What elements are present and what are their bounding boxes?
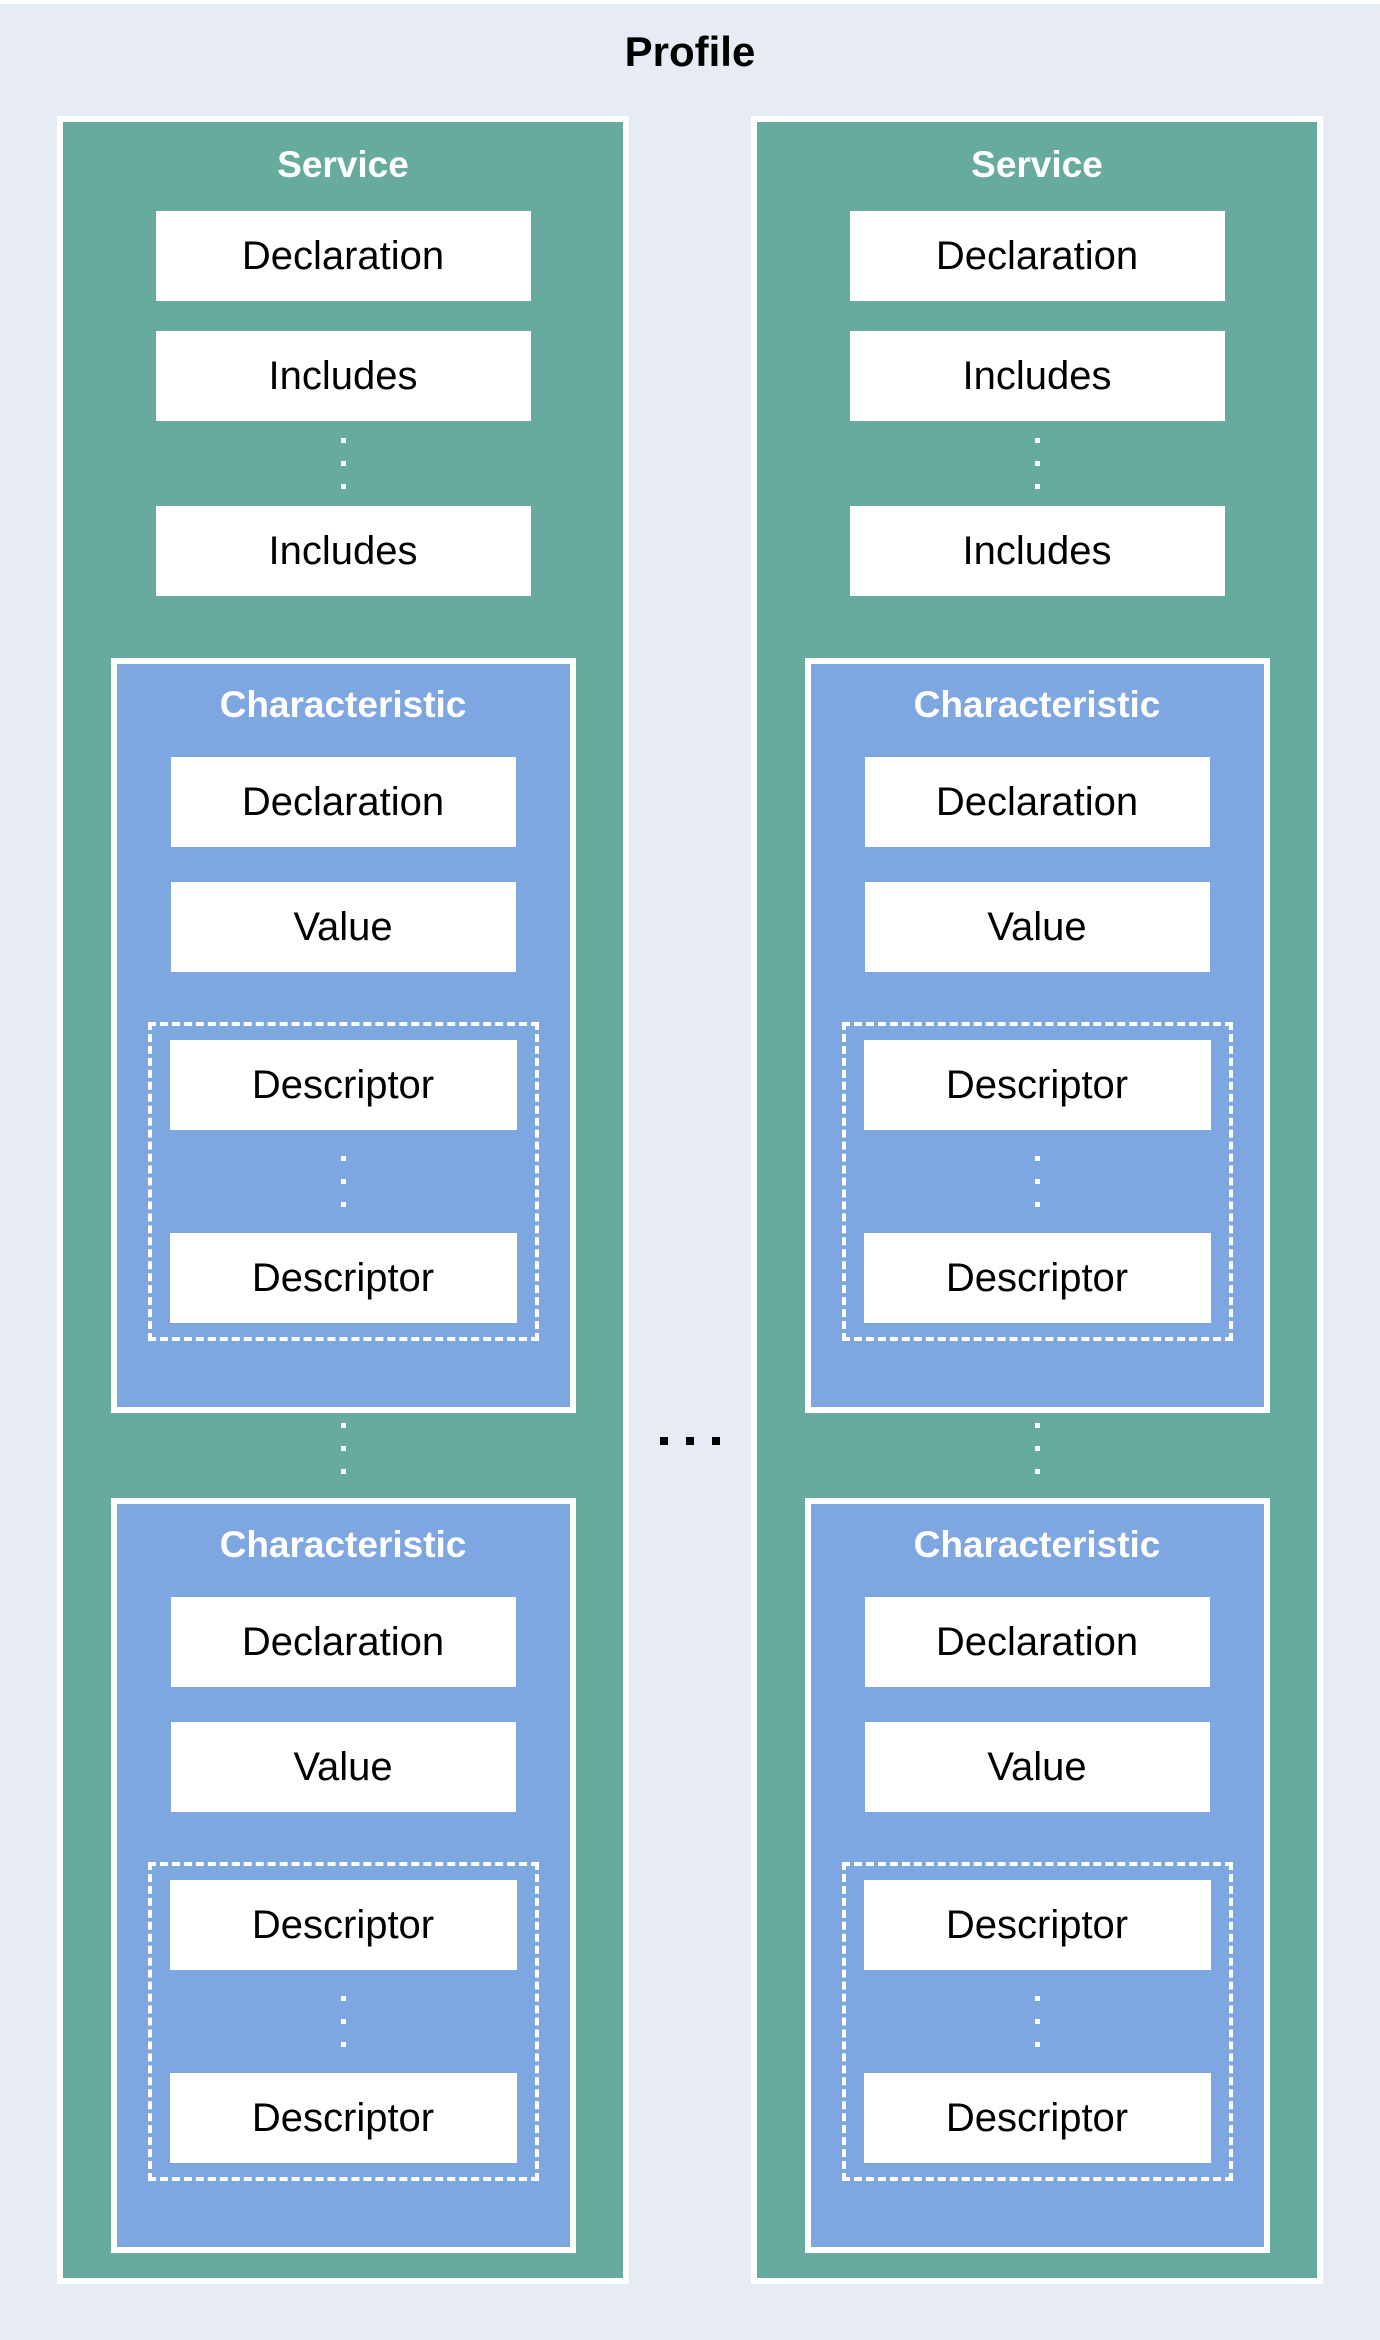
service-block: Service Declaration Includes Includes Ch… bbox=[751, 116, 1323, 2284]
characteristic-value-box: Value bbox=[170, 882, 516, 972]
ellipsis-dot bbox=[1034, 461, 1040, 466]
descriptor-box: Descriptor bbox=[863, 1233, 1211, 1323]
vertical-ellipsis-icon bbox=[340, 1996, 346, 2047]
ellipsis-dot bbox=[1034, 2019, 1040, 2024]
page-title: Profile bbox=[624, 28, 756, 75]
ellipsis-dot bbox=[712, 1437, 720, 1445]
ellipsis-dot bbox=[1034, 1179, 1040, 1184]
ellipsis-dot bbox=[340, 1179, 346, 1184]
service-declaration-box: Declaration bbox=[849, 211, 1225, 301]
vertical-ellipsis-icon bbox=[1034, 1423, 1040, 1474]
descriptor-box: Descriptor bbox=[863, 1040, 1211, 1130]
characteristic-header: Characteristic bbox=[219, 1524, 467, 1565]
characteristic-block: Characteristic Declaration Value Descrip… bbox=[804, 1498, 1270, 2253]
vertical-ellipsis-icon bbox=[340, 438, 346, 489]
vertical-ellipsis-icon bbox=[1034, 1156, 1040, 1207]
service-includes-box: Includes bbox=[849, 506, 1225, 596]
ellipsis-dot bbox=[660, 1437, 668, 1445]
vertical-ellipsis-icon bbox=[1034, 1996, 1040, 2047]
service-header: Service bbox=[277, 144, 409, 185]
service-includes-box: Includes bbox=[155, 331, 531, 421]
service-header: Service bbox=[971, 144, 1103, 185]
ellipsis-dot bbox=[1034, 1156, 1040, 1161]
vertical-ellipsis-icon bbox=[340, 1423, 346, 1474]
characteristic-declaration-box: Declaration bbox=[170, 757, 516, 847]
ellipsis-dot bbox=[1034, 484, 1040, 489]
service-includes-box: Includes bbox=[849, 331, 1225, 421]
characteristic-value-box: Value bbox=[864, 882, 1210, 972]
descriptor-group: Descriptor Descriptor bbox=[841, 1862, 1233, 2181]
vertical-ellipsis-icon bbox=[1034, 438, 1040, 489]
characteristic-declaration-box: Declaration bbox=[170, 1597, 516, 1687]
ellipsis-dot bbox=[340, 2019, 346, 2024]
characteristic-value-box: Value bbox=[170, 1722, 516, 1812]
characteristic-header: Characteristic bbox=[913, 684, 1161, 725]
horizontal-ellipsis-icon bbox=[660, 1437, 720, 1445]
descriptor-box: Descriptor bbox=[863, 2073, 1211, 2163]
ellipsis-dot bbox=[340, 484, 346, 489]
characteristic-declaration-box: Declaration bbox=[864, 757, 1210, 847]
ellipsis-dot bbox=[340, 461, 346, 466]
ellipsis-dot bbox=[686, 1437, 694, 1445]
ellipsis-dot bbox=[340, 1446, 346, 1451]
ellipsis-dot bbox=[340, 1156, 346, 1161]
characteristic-header: Characteristic bbox=[913, 1524, 1161, 1565]
ellipsis-dot bbox=[1034, 1202, 1040, 1207]
characteristic-block: Characteristic Declaration Value Descrip… bbox=[110, 658, 576, 1413]
ellipsis-dot bbox=[1034, 1446, 1040, 1451]
ellipsis-dot bbox=[340, 438, 346, 443]
vertical-ellipsis-icon bbox=[340, 1156, 346, 1207]
descriptor-box: Descriptor bbox=[169, 1233, 517, 1323]
descriptor-box: Descriptor bbox=[169, 1040, 517, 1130]
characteristic-value-box: Value bbox=[864, 1722, 1210, 1812]
ellipsis-dot bbox=[340, 1469, 346, 1474]
characteristic-declaration-box: Declaration bbox=[864, 1597, 1210, 1687]
characteristic-header: Characteristic bbox=[219, 684, 467, 725]
ellipsis-dot bbox=[1034, 438, 1040, 443]
ellipsis-dot bbox=[340, 2042, 346, 2047]
ellipsis-dot bbox=[340, 1996, 346, 2001]
top-frame bbox=[0, 0, 1380, 4]
descriptor-box: Descriptor bbox=[169, 1880, 517, 1970]
ellipsis-dot bbox=[340, 1423, 346, 1428]
characteristic-block: Characteristic Declaration Value Descrip… bbox=[804, 658, 1270, 1413]
service-includes-box: Includes bbox=[155, 506, 531, 596]
ellipsis-dot bbox=[1034, 1996, 1040, 2001]
ellipsis-dot bbox=[1034, 2042, 1040, 2047]
service-declaration-box: Declaration bbox=[155, 211, 531, 301]
ellipsis-dot bbox=[1034, 1423, 1040, 1428]
descriptor-group: Descriptor Descriptor bbox=[841, 1022, 1233, 1341]
characteristic-block: Characteristic Declaration Value Descrip… bbox=[110, 1498, 576, 2253]
ellipsis-dot bbox=[1034, 1469, 1040, 1474]
descriptor-box: Descriptor bbox=[169, 2073, 517, 2163]
descriptor-group: Descriptor Descriptor bbox=[147, 1862, 539, 2181]
descriptor-group: Descriptor Descriptor bbox=[147, 1022, 539, 1341]
ellipsis-dot bbox=[340, 1202, 346, 1207]
descriptor-box: Descriptor bbox=[863, 1880, 1211, 1970]
service-block: Service Declaration Includes Includes Ch… bbox=[57, 116, 629, 2284]
